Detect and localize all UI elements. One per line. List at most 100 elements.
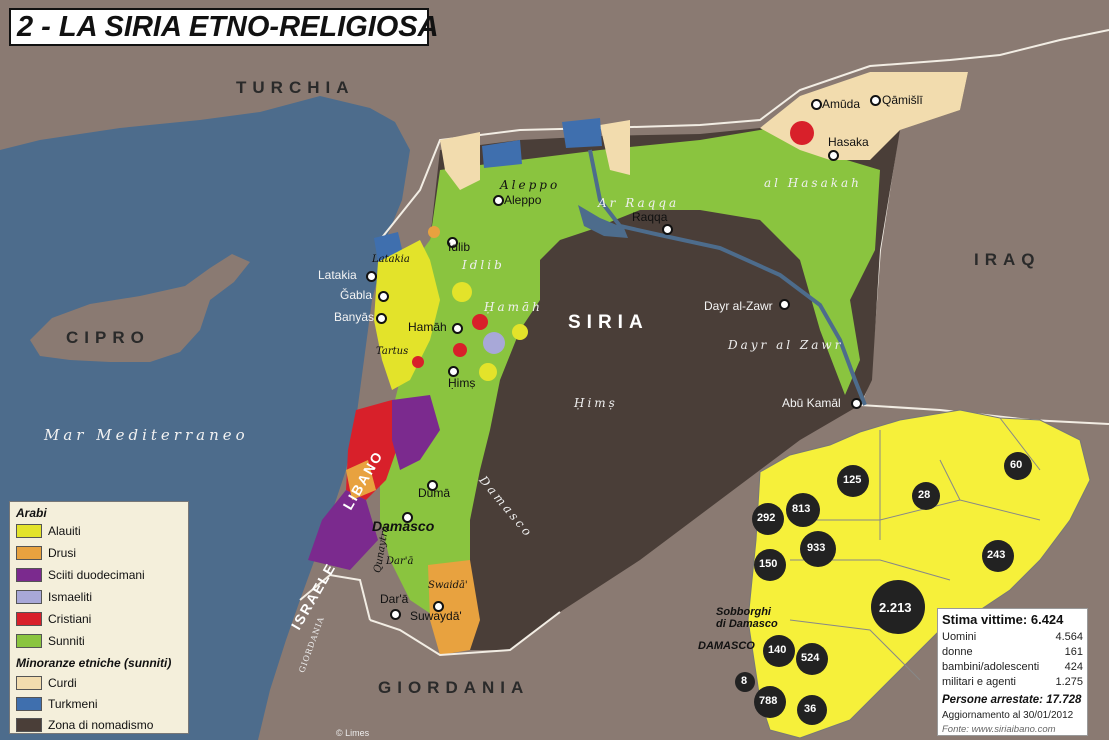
label-mediterranean: Mar Mediterraneo [44, 426, 249, 444]
legend-swatch [16, 546, 42, 560]
label-jordan: GIORDANIA [378, 678, 530, 697]
red-circle-hamah [472, 314, 488, 330]
victim-value: 140 [768, 644, 787, 656]
city-dot-hasaka [828, 150, 839, 161]
stats-label: Uomini [942, 631, 977, 643]
city-dot-qamishli [870, 95, 881, 106]
region-idlib: Idlib [462, 258, 505, 272]
victim-circle-524 [796, 643, 828, 675]
victim-value: 8 [741, 675, 748, 687]
turkmen-zone-2 [562, 118, 602, 148]
title-box: 2 - LA SIRIA ETNO-RELIGIOSA [9, 8, 439, 46]
lebanon-shia-south [308, 490, 378, 570]
legend-label: Drusi [48, 546, 77, 560]
victim-value: 292 [757, 512, 776, 524]
label-cyprus: CIPRO [66, 328, 150, 347]
druze-south-zone [428, 560, 480, 655]
region-hamah: Ḥamāh [484, 300, 543, 314]
region-latakia: Latakia [372, 254, 410, 265]
map-title: 2 - LA SIRIA ETNO-RELIGIOSA [17, 11, 439, 43]
alawite-circle-2 [512, 324, 528, 340]
region-dara: Dar'ā [386, 556, 414, 567]
victim-circle-150 [754, 549, 786, 581]
victim-circle-813 [786, 493, 820, 527]
city-dot-amuda [811, 99, 822, 110]
city-banyas: Banyās [334, 310, 375, 324]
stats-row: militari e agenti 1.275 [942, 676, 1083, 690]
legend-label: Ismaeliti [48, 590, 93, 604]
city-latakia: Latakia [318, 268, 357, 282]
ismaili-circle [483, 332, 505, 354]
stats-value: 161 [1064, 646, 1083, 658]
stats-source: Fonte: www.siriaibano.com [942, 724, 1056, 735]
map-credit: © Limes [336, 728, 370, 738]
label-suburbs: Sobborghi di Damasco [716, 606, 778, 630]
city-dara: Dar'ā [380, 592, 409, 606]
victim-circle-140 [763, 635, 795, 667]
city-dot-duma [427, 480, 438, 491]
victim-circle-933 [800, 531, 836, 567]
victim-circle-292 [752, 503, 784, 535]
victim-value: 125 [843, 474, 862, 486]
city-dot-damasco [402, 512, 413, 523]
victim-circle-243 [982, 540, 1014, 572]
red-circle-hasaka [790, 121, 814, 145]
victim-value: 2.213 [879, 600, 912, 615]
city-raqqa: Raqqa [632, 210, 668, 224]
city-dayr-al-zawr: Dayr al-Zawr [704, 299, 773, 313]
legend-label: Turkmeni [48, 697, 98, 711]
lebanon-druze-zone [346, 460, 376, 500]
legend-label: Zona di nomadismo [48, 718, 154, 732]
alawite-circle-3 [479, 363, 497, 381]
cyprus-island [30, 254, 250, 362]
euphrates-river [588, 149, 867, 406]
legend-swatch [16, 590, 42, 604]
victim-circle-8 [735, 672, 755, 692]
city-dot-banyas [376, 313, 387, 324]
victim-value: 788 [759, 695, 778, 707]
victim-value: 150 [759, 558, 778, 570]
green-circle-1 [452, 282, 472, 302]
city-hasaka: Hasaka [828, 135, 869, 149]
city-idlib: Idlib [448, 240, 471, 254]
stats-value: 1.275 [1055, 676, 1083, 688]
city-dot-idlib [447, 237, 458, 248]
inset-syria-map [747, 409, 1091, 739]
region-dayr-al-zawr: Dayr al Zawr [728, 338, 844, 352]
legend-label: Sciiti duodecimani [48, 568, 145, 582]
region-tartus: Tartus [376, 346, 409, 357]
victim-value: 36 [804, 703, 817, 715]
turkmen-zone-1 [482, 140, 522, 168]
legend-swatch [16, 697, 42, 711]
stats-label: donne [942, 646, 973, 658]
city-qamishli: Qāmišlī [882, 93, 923, 107]
stats-label: militari e agenti [942, 676, 1016, 688]
city-duma: Dūmā [418, 486, 451, 500]
legend-swatch [16, 676, 42, 690]
victim-circle-2213 [871, 580, 925, 634]
legend-panel: Arabi Alauiti Drusi Sciiti duodecimani I… [9, 501, 189, 734]
region-hims: Ḥimṣ [574, 396, 618, 410]
label-iraq: IRAQ [974, 250, 1041, 269]
stats-updated: Aggiornamento al 30/01/2012 [942, 710, 1074, 721]
city-abu-kamal: Abū Kamāl [782, 396, 841, 410]
city-dot-dayr-al-zawr [779, 299, 790, 310]
stats-label: bambini/adolescenti [942, 661, 1040, 673]
city-dot-raqqa [662, 224, 673, 235]
label-turkey: TURCHIA [236, 78, 355, 97]
victim-circle-28 [912, 482, 940, 510]
legend-label: Alauiti [48, 524, 81, 538]
city-dot-aleppo [493, 195, 504, 206]
legend-swatch [16, 634, 42, 648]
region-aleppo: Aleppo [500, 178, 561, 192]
iraq-border [858, 119, 1109, 425]
alawite-coast-zone [374, 240, 440, 390]
city-amuda: Amūda [822, 97, 861, 111]
inset-internal-borders [789, 417, 1041, 681]
city-gabla: Ǧabla [340, 288, 373, 302]
legend-minorities-heading: Minoranze etniche (sunniti) [16, 656, 172, 670]
legend-swatch [16, 612, 42, 626]
